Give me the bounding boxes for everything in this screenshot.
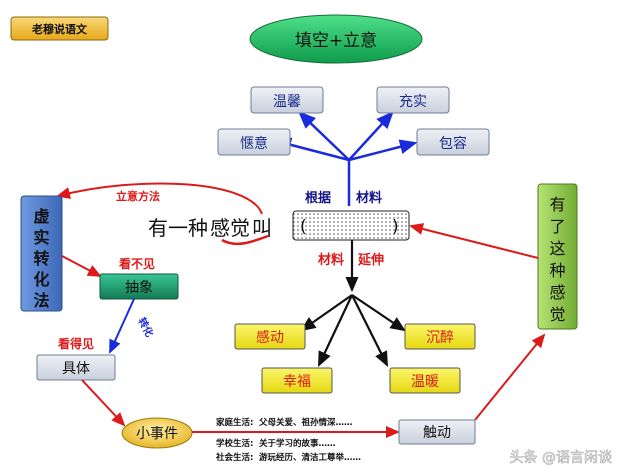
emotion-label-qieyi: 惬意 [240,135,268,152]
label-cailiao-top: 材料 [356,190,382,206]
life-example-item: 学校生活: 关于学习的故事…… [216,438,336,449]
watermark: 头条 @语言闲谈 [509,449,612,467]
arrow-to-wennuan [351,294,388,367]
topic-label: 填空+立意 [295,31,377,51]
label-zhuanhua: 转化 [135,315,156,339]
arrow-to-chenzui [351,294,406,332]
emotion-label-wenxin: 温馨 [273,94,301,110]
emotion-box-baorong: 包容 [416,128,490,156]
arrow-touch-to-feeling [474,333,546,421]
life-example-text: 关于学习的故事…… [259,438,336,449]
event-label: 小事件 [136,426,178,442]
sentence-prefix: 有一种 [148,216,208,240]
touch-label: 触动 [423,425,451,441]
close-bracket: ) [392,217,399,237]
topic-ellipse: 填空+立意 [249,14,423,64]
arrow-to-chongshi [348,111,394,161]
method-char-1: 虚 [33,207,49,226]
arrow-feeling-to-blank [409,223,539,259]
method-box: 虚 实 转 化 法 [20,195,63,312]
author-badge: 老穆说语文 [10,16,109,41]
abstract-box: 抽象 [99,273,179,300]
label-kanbujian: 看不见 [119,256,155,271]
arrow-concrete-to-event [81,379,126,427]
life-example-text: 游玩经历、清洁工尊举…… [259,452,361,463]
feeling-char-6: 觉 [549,305,565,324]
life-example-item: 家庭生活: 父母关爱、祖孙情深…… [216,417,353,428]
emotion-label-chongshi: 充实 [399,94,427,110]
keyword-underline [221,234,269,246]
sentence-keyword: 感觉 [210,216,250,240]
label-cailiao-bottom: 材料 [318,252,344,268]
arrow-to-baorong [348,139,418,162]
emotion-box-chongshi: 充实 [376,86,450,114]
emotion-box-wenxin: 温馨 [250,86,324,114]
life-example-label: 家庭生活: [216,417,253,428]
lower-arrows [300,240,406,367]
method-char-5: 法 [33,291,49,310]
life-example-label: 学校生活: [216,438,253,449]
feeling-char-3: 这 [549,239,565,258]
arrow-method-to-abstract [61,255,102,277]
emotion-box-chenzui: 沉醉 [404,323,476,350]
curved-arrow-method [56,182,263,215]
arrow-abstract-to-concrete [109,298,135,354]
emotion-label-gandong: 感动 [256,329,284,346]
feeling-box: 有 了 这 种 感 觉 [537,183,578,330]
arrow-to-xingfu [318,294,353,367]
concrete-label: 具体 [62,361,90,377]
author-badge-label: 老穆说语文 [31,22,88,36]
life-example-item: 社会生活: 游玩经历、清洁工尊举…… [215,452,361,463]
watermark-text: 头条 @语言闲谈 [510,449,612,466]
label-liyi-method: 立意方法 [116,189,160,203]
feeling-char-4: 种 [549,261,565,280]
emotion-box-qieyi: 惬意 [217,128,291,156]
event-ellipse: 小事件 [121,417,193,449]
emotion-box-gandong: 感动 [234,323,306,350]
emotion-label-baorong: 包容 [439,135,467,152]
arrow-to-wenxin [298,111,350,161]
life-examples: 家庭生活: 父母关爱、祖孙情深…… 学校生活: 关于学习的故事…… 社会生活: … [215,417,361,463]
touch-box: 触动 [398,419,476,445]
feeling-char-5: 感 [549,283,565,302]
emotion-label-wennuan: 温暖 [411,374,439,390]
emotion-label-xingfu: 幸福 [283,374,311,390]
life-example-text: 父母关爱、祖孙情深…… [258,417,353,428]
feeling-char-2: 了 [549,217,565,236]
label-genju: 根据 [305,190,331,206]
emotion-box-wennuan: 温暖 [389,367,461,394]
method-char-2: 实 [33,228,49,247]
emotion-label-chenzui: 沉醉 [426,330,454,346]
core-sentence: 有一种 感觉 叫 ( ) [148,210,410,246]
label-kandejian: 看得见 [58,336,94,351]
open-bracket: ( [300,217,307,237]
method-char-3: 转 [33,249,49,268]
label-yanshen: 延伸 [357,252,384,268]
life-example-label: 社会生活: [215,452,253,463]
arrow-to-gandong [300,294,353,332]
emotion-box-xingfu: 幸福 [261,367,333,394]
abstract-label: 抽象 [125,280,153,296]
method-char-4: 化 [33,270,49,289]
feeling-char-1: 有 [549,195,565,214]
upper-arrows [273,111,418,188]
concrete-box: 具体 [36,354,116,381]
sentence-suffix: 叫 [252,216,272,240]
